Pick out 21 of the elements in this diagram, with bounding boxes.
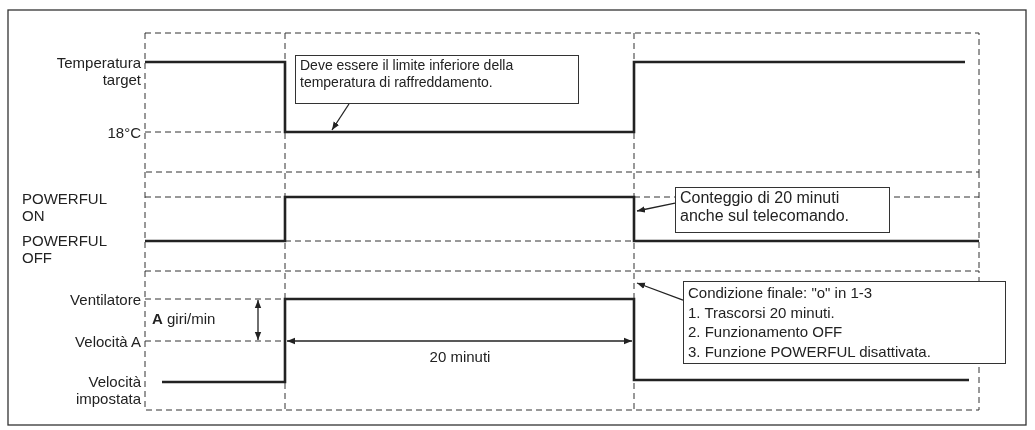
callout-text: 2. Funzionamento OFF [688, 322, 844, 342]
callout-box [683, 281, 1006, 364]
callout-box [675, 187, 890, 233]
leader-line [331, 103, 350, 131]
callout-text: Deve essere il limite inferiore della temperatura di raffreddamento. [300, 57, 515, 91]
leader-line [636, 282, 684, 301]
leader-line [636, 202, 676, 213]
dimension-label: 20 minuti [428, 348, 492, 365]
callout-text: Conteggio di 20 minuti anche sul telecomando. [680, 189, 850, 225]
callout-box [295, 55, 579, 104]
axis-label: Velocità impostata [74, 373, 141, 407]
axis-label: Temperatura target [55, 54, 141, 88]
axis-label: Ventilatore [69, 291, 141, 308]
dimension-label: A giri/min [152, 310, 217, 327]
axis-label: Velocità A [74, 333, 141, 350]
callout-text: Condizione finale: "o" in 1-3 [688, 283, 874, 303]
callout-text: 3. Funzione POWERFUL disattivata. [688, 341, 932, 361]
axis-label: POWERFUL OFF [22, 232, 108, 266]
axis-label: POWERFUL ON [22, 190, 108, 224]
axis-label: 18°C [106, 124, 141, 141]
callout-text: 1. Trascorsi 20 minuti. [688, 302, 836, 322]
